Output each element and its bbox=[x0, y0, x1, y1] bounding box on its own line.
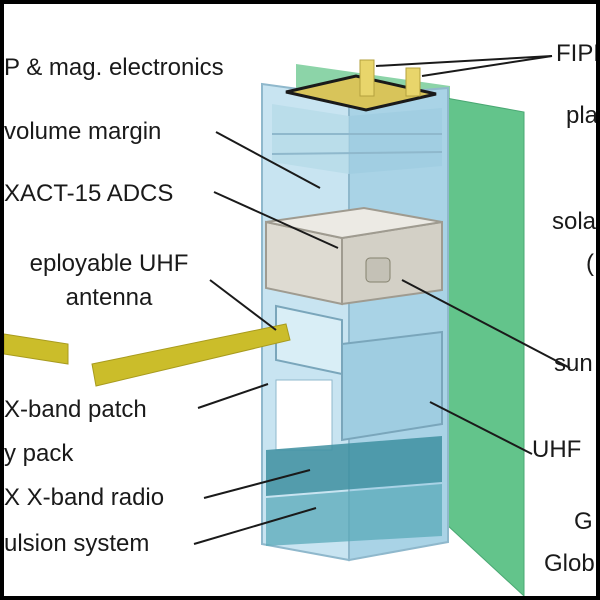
label-xband-patch: X-band patch bbox=[4, 396, 147, 423]
label-propulsion: ulsion system bbox=[4, 530, 150, 557]
uhf-radio-module bbox=[341, 330, 443, 442]
label-sun-sensor: sun bbox=[554, 350, 593, 377]
label-plasma: pla bbox=[566, 102, 596, 129]
label-payload-electronics: P & mag. electronics bbox=[4, 54, 224, 81]
cubesat-diagram: P & mag. electronics volume margin XACT-… bbox=[4, 4, 596, 596]
label-solar-paren: ( bbox=[586, 250, 594, 277]
label-volume-margin: volume margin bbox=[4, 118, 162, 145]
solar-panel-wing bbox=[445, 97, 525, 596]
xband-radio-module bbox=[266, 436, 442, 496]
label-adcs: XACT-15 ADCS bbox=[4, 180, 174, 207]
uhf-antenna-rod-right bbox=[91, 323, 291, 387]
label-battery-pack: y pack bbox=[4, 440, 74, 467]
label-gps-top: G bbox=[574, 508, 593, 535]
label-uhf-antenna-2: antenna bbox=[65, 284, 153, 311]
layer-line bbox=[271, 151, 443, 155]
sun-sensor bbox=[365, 257, 391, 283]
label-uhf-antenna-1: eployable UHF bbox=[29, 250, 189, 277]
label-gps-bottom: Glob bbox=[544, 550, 595, 577]
fipex-probe-right bbox=[405, 67, 421, 97]
leader-lines bbox=[193, 55, 571, 545]
adcs-module-top bbox=[265, 206, 443, 240]
cubesat-illustration bbox=[4, 55, 571, 596]
upper-layer-side bbox=[349, 108, 442, 174]
upper-layer bbox=[272, 104, 349, 174]
label-fipex: FIPE bbox=[556, 40, 596, 67]
propulsion-module bbox=[266, 484, 442, 546]
label-uhf-radio: UHF bbox=[532, 436, 582, 463]
label-xband-radio: X X-band radio bbox=[4, 484, 165, 511]
label-solar: sola bbox=[552, 208, 596, 235]
xband-patch bbox=[275, 379, 333, 451]
fipex-probe-left bbox=[359, 59, 375, 97]
uhf-antenna-rod-left bbox=[4, 333, 69, 365]
